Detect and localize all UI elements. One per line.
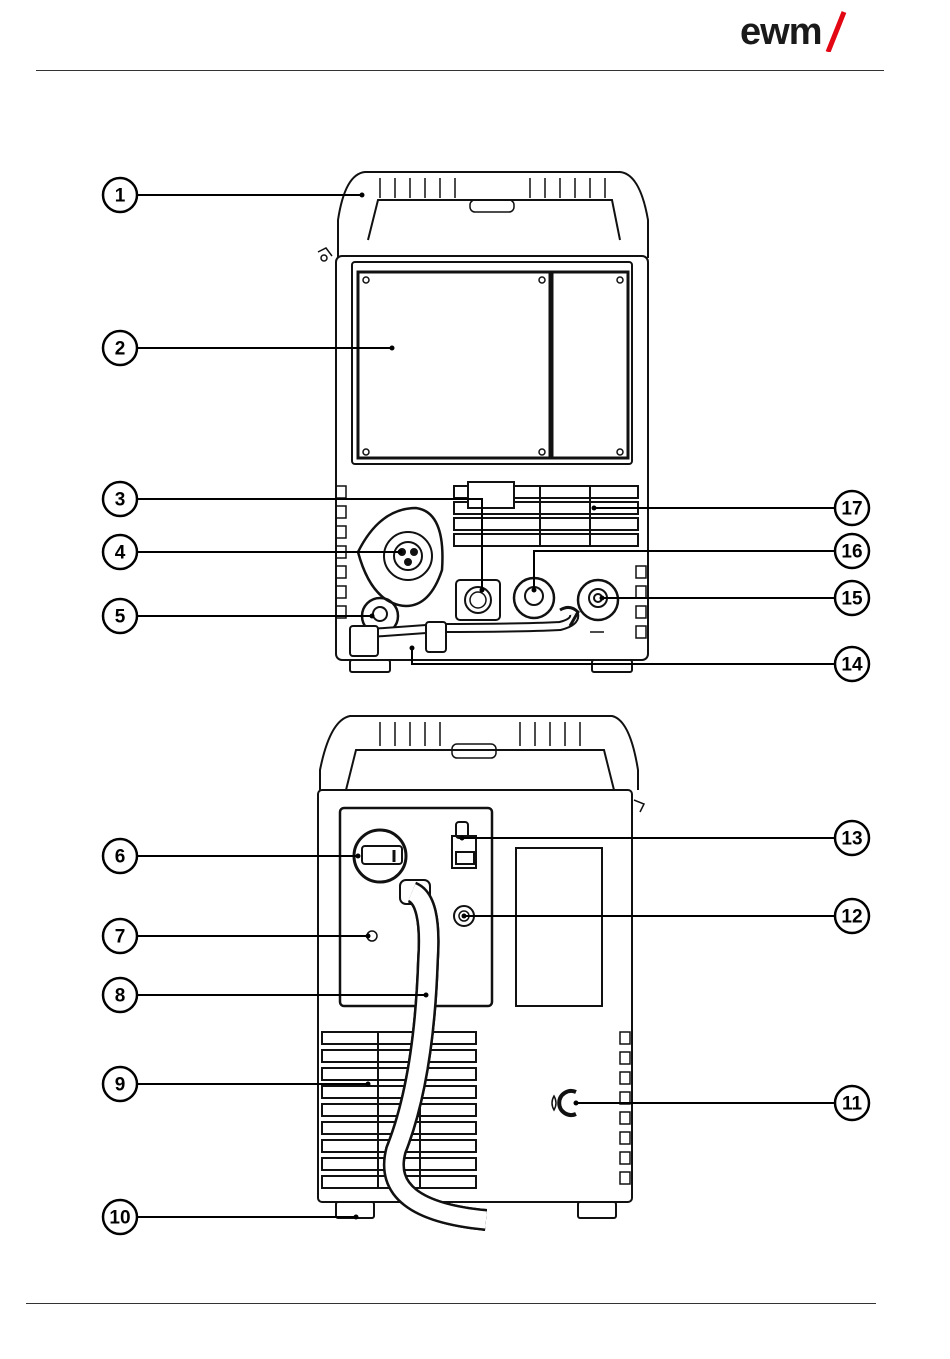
callout-target-dot	[460, 836, 465, 841]
callout-14: 14	[410, 646, 870, 682]
callout-target-dot	[462, 914, 467, 919]
callout-target-dot	[410, 646, 415, 651]
callout-target-dot	[370, 614, 375, 619]
torch-connection-socket	[358, 508, 442, 606]
callout-16: 16	[532, 534, 870, 593]
callout-number: 15	[841, 589, 863, 610]
callout-target-dot	[424, 993, 429, 998]
callout-target-dot	[390, 346, 395, 351]
callout-leader-line	[137, 499, 482, 590]
callout-number: 10	[109, 1208, 130, 1229]
callout-4: 4	[103, 535, 403, 569]
callout-number: 17	[841, 499, 862, 520]
callout-leader-line	[412, 648, 835, 664]
callout-number: 12	[841, 907, 862, 928]
callout-3: 3	[103, 482, 485, 593]
callout-13: 13	[460, 821, 870, 855]
welding-current-socket-plus	[578, 580, 618, 620]
callout-target-dot	[398, 550, 403, 555]
rear-view	[318, 716, 644, 1220]
callout-5: 5	[103, 599, 375, 633]
rear-carry-handle	[320, 716, 638, 790]
front-carry-handle	[338, 172, 648, 258]
callout-target-dot	[360, 193, 365, 198]
callout-target-dot	[366, 1082, 371, 1087]
control-panel-cover	[352, 262, 632, 464]
shielding-gas-connection	[559, 1091, 576, 1115]
callout-number: 3	[115, 490, 126, 511]
callout-1: 1	[103, 178, 365, 212]
front-view	[318, 172, 648, 672]
callout-target-dot	[600, 596, 605, 601]
callout-6: 6	[103, 839, 361, 873]
callout-12: 12	[462, 899, 870, 933]
callout-target-dot	[366, 934, 371, 939]
callout-number: 14	[841, 655, 863, 676]
callout-number: 6	[115, 847, 126, 868]
callout-number: 11	[842, 1094, 863, 1115]
callout-number: 5	[115, 607, 126, 628]
callout-11: 11	[574, 1086, 870, 1120]
callout-target-dot	[592, 506, 597, 511]
callout-number: 9	[115, 1075, 126, 1096]
callout-target-dot	[356, 854, 361, 859]
callout-number: 1	[115, 186, 126, 207]
callout-leader-line	[534, 551, 835, 590]
callout-number: 13	[841, 829, 862, 850]
callout-number: 4	[115, 543, 126, 564]
callout-target-dot	[480, 588, 485, 593]
callout-17: 17	[592, 491, 870, 525]
callout-number: 7	[115, 927, 126, 948]
callout-7: 7	[103, 919, 371, 953]
callout-9: 9	[103, 1067, 371, 1101]
callout-number: 16	[841, 542, 862, 563]
callout-target-dot	[354, 1215, 359, 1220]
rating-plate	[516, 848, 602, 1006]
rear-handle-grip	[380, 722, 580, 758]
front-handle-grip	[380, 178, 605, 212]
callout-10: 10	[103, 1200, 359, 1234]
callout-number: 8	[115, 986, 126, 1007]
callout-2: 2	[103, 331, 395, 365]
callout-target-dot	[574, 1101, 579, 1106]
callout-target-dot	[532, 588, 537, 593]
callout-number: 2	[115, 339, 126, 360]
